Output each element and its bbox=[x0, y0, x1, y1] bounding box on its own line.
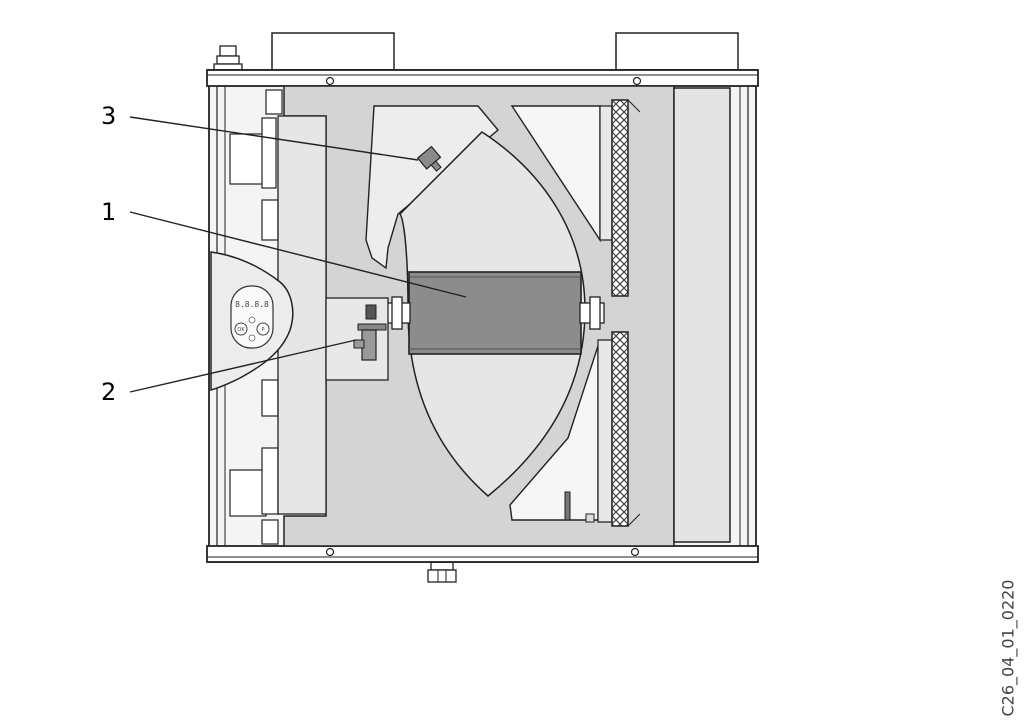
right-insulation-block bbox=[673, 87, 731, 543]
callout-2: 2 bbox=[101, 378, 117, 406]
cable-gland-top bbox=[213, 45, 243, 71]
panel-nav-bottom-icon bbox=[248, 334, 256, 342]
panel-nav-center-icon bbox=[248, 316, 256, 324]
bottom-rail bbox=[206, 545, 759, 563]
callout-1: 1 bbox=[101, 198, 117, 226]
top-rail bbox=[206, 69, 759, 87]
screw-top-right bbox=[632, 76, 642, 86]
panel-ok-label: OK bbox=[237, 327, 245, 333]
filter-lower bbox=[611, 331, 629, 527]
panel-p-label: P bbox=[261, 327, 264, 333]
heat-exchanger-core bbox=[408, 271, 582, 355]
core-connector-left bbox=[385, 296, 411, 330]
leader-line-1 bbox=[129, 211, 467, 298]
bottom-fitting bbox=[427, 561, 457, 583]
callout-3: 3 bbox=[101, 102, 117, 130]
upper-left-chamber bbox=[365, 105, 499, 270]
screw-bottom-right bbox=[630, 547, 640, 557]
sensor-mount-plate bbox=[325, 297, 389, 381]
panel-display: 8.8.8.8 bbox=[235, 300, 269, 309]
left-side-brackets bbox=[229, 89, 283, 545]
panel-p-button bbox=[256, 322, 270, 336]
drawing-code-label: C26_04_01_0220 bbox=[998, 579, 1018, 717]
top-duct-collar-right bbox=[615, 32, 739, 71]
top-duct-collar-left bbox=[271, 32, 395, 71]
panel-ok-button bbox=[234, 322, 248, 336]
screw-top-left bbox=[325, 76, 335, 86]
leader-line-3 bbox=[129, 116, 419, 161]
screw-bottom-left bbox=[325, 547, 335, 557]
drain-bracket bbox=[564, 491, 571, 521]
filter-upper bbox=[611, 99, 629, 297]
core-connector-right bbox=[579, 296, 605, 330]
sensor-3 bbox=[416, 145, 442, 172]
temperature-sensor-2 bbox=[353, 304, 387, 361]
control-panel: 8.8.8.8 OK P bbox=[230, 285, 274, 349]
leader-line-2 bbox=[129, 339, 357, 393]
